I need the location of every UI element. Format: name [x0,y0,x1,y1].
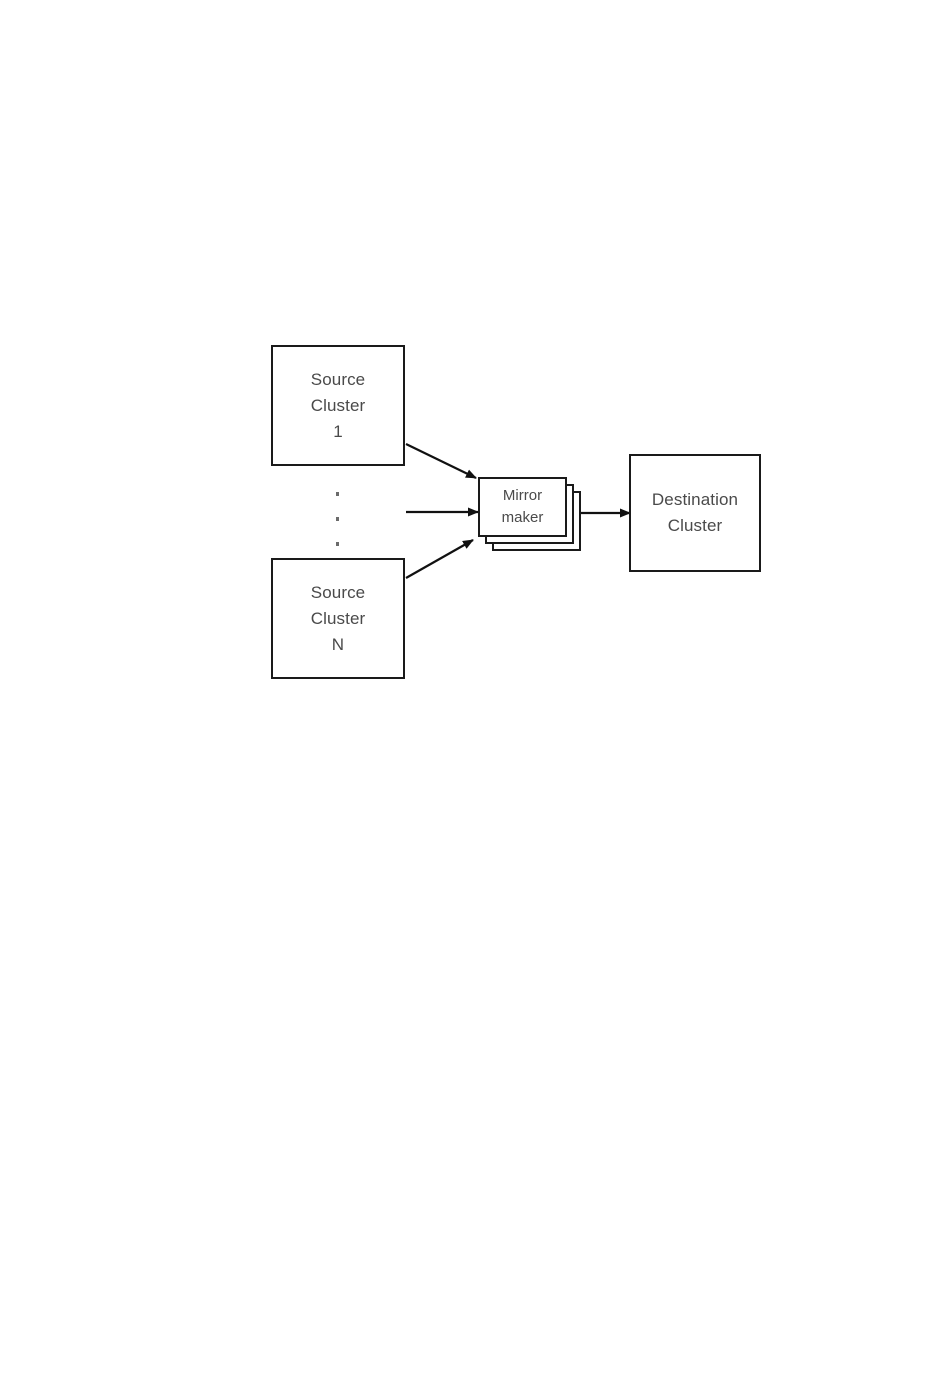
ellipsis-dot-3 [336,542,339,546]
mirror-maker-label-line1: Mirror [502,487,543,504]
destination-cluster-label-line1: Destination [651,490,739,509]
source-cluster-1-label-line1: Source [310,369,366,389]
ellipsis-dot-1 [336,492,339,496]
destination-cluster-label-line2: Cluster [667,516,723,535]
source-cluster-n-label-line1: Source [310,582,366,602]
source-cluster-n-label-line2: Cluster [310,608,366,628]
vertical-ellipsis [330,486,346,552]
mirror-maker-stack: Mirror maker [478,477,588,555]
mirror-maker-card-front: Mirror maker [478,477,567,537]
destination-cluster-box: Destination Cluster [629,454,761,572]
edge-source1-to-mirrormaker [405,443,477,479]
source-cluster-1-label-line2: Cluster [310,395,366,415]
source-cluster-n-label-line3: N [331,634,345,654]
source-cluster-1-box: Source Cluster 1 [271,345,405,466]
mirror-maker-label-line2: maker [501,509,544,526]
edge-sourcen-to-mirrormaker [405,539,474,579]
source-cluster-n-box: Source Cluster N [271,558,405,679]
source-cluster-1-label-line3: 1 [333,421,343,441]
ellipsis-dot-2 [336,517,339,521]
